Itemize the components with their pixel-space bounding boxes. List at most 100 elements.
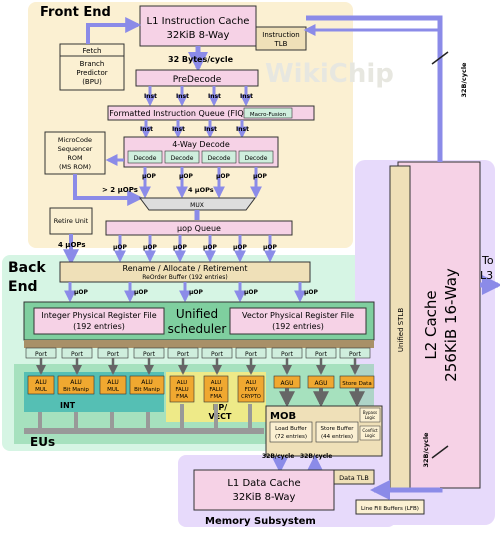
port-label-0: Port (35, 351, 48, 358)
fetch-bpu-box (59, 43, 125, 91)
uop-queue (105, 220, 293, 236)
l2-cache (397, 161, 481, 489)
lfb-label: Line Fill Buffers (LFB) (361, 506, 419, 512)
bypass-logic-l1: Bypass (363, 410, 377, 415)
agu-down-arrows (279, 388, 365, 408)
instruction-tlb (255, 26, 307, 51)
fiq-label: Formatted Instruction Queue (FIQ) (109, 109, 247, 118)
fp3-l3: CRYPTO (241, 394, 261, 400)
l2-label-2: 256KiB 16-Way (442, 268, 460, 382)
port-label-1: Port (71, 351, 84, 358)
ms-rom-label-2: Sequencer (58, 145, 93, 153)
fp1-l2: FALU (175, 387, 188, 393)
alu1-l1: ALU (35, 379, 47, 386)
watermark: WikiChip (265, 59, 394, 89)
l2-label-1: L2 Cache (422, 290, 440, 359)
uop-label-a: µOP (142, 173, 157, 180)
l1d-bw-1: 32B/cycle (262, 453, 294, 460)
predecode (135, 69, 259, 87)
retire-unit-label: Retire Unit (54, 217, 89, 225)
ports-row (25, 347, 371, 359)
alu2-l1: ALU (70, 379, 82, 386)
fp1-l1: ALU (177, 380, 188, 386)
inst-label-7: Inst (204, 126, 217, 133)
four-uops-label: 4 µOPs (188, 186, 214, 194)
l1-instruction-cache (139, 5, 257, 47)
inst-label-3: Inst (208, 93, 221, 100)
mux-label: MUX (190, 202, 204, 209)
port-label-7: Port (281, 351, 294, 358)
decoder-3 (201, 150, 237, 164)
l2-bw-bottom: 32B/cycle (422, 432, 430, 468)
alu2-l2: Bit Manip (63, 387, 89, 393)
fetch-label: Fetch (83, 47, 102, 55)
fp-unit-1 (169, 375, 195, 403)
port-label-4: Port (177, 351, 190, 358)
fp1-l3: FMA (176, 394, 188, 400)
ms-rom-label-3: ROM (67, 154, 82, 162)
decode-label-3: Decode (208, 155, 231, 162)
eus-label: EUs (30, 435, 55, 449)
uop-r1: µOP (74, 289, 89, 296)
uop-queue-label: µop Queue (177, 224, 221, 233)
itlb-label-1: Instruction (262, 31, 299, 39)
bypass-risers (38, 404, 252, 430)
inst-label-6: Inst (172, 126, 185, 133)
rename-to-scheduler-arrows (64, 282, 306, 303)
queue-to-rename-arrows (114, 235, 276, 263)
store-buffer (315, 421, 359, 443)
uop-r4: µOP (244, 289, 259, 296)
port-label-3: Port (143, 351, 156, 358)
to-l3-2: L3 (480, 269, 493, 282)
uop-label-d: µOP (253, 173, 268, 180)
bypass-logic-l2: Logic (365, 415, 375, 420)
port-label-2: Port (107, 351, 120, 358)
fp-vect-label-1: FP/ (213, 403, 227, 412)
fp-vect-label-2: VECT (209, 412, 233, 421)
uop-q6: µOP (263, 244, 278, 251)
inst-label-2: Inst (176, 93, 189, 100)
fp-unit-3 (237, 375, 265, 403)
bpu-label-3: (BPU) (82, 78, 102, 86)
integer-prf (33, 307, 165, 335)
alu-bitmanip-2 (129, 375, 165, 395)
load-buffer (269, 421, 313, 443)
decoder-1 (127, 150, 163, 164)
store-buffer-l1: Store Buffer (321, 426, 355, 432)
alu1-l2: MUL (35, 387, 48, 393)
alu-mul-2 (99, 375, 127, 395)
conflict-logic-l2: Logic (365, 433, 375, 438)
int-prf-label-2: (192 entries) (73, 322, 125, 331)
macro-fusion-label: Macro-Fusion (250, 112, 287, 118)
decoder-title: 4-Way Decode (172, 140, 230, 149)
mob-label: MOB (270, 411, 296, 422)
ms-rom-label-4: (MS ROM) (59, 163, 91, 171)
data-tlb (333, 469, 375, 485)
fp-unit-2 (203, 375, 229, 403)
port-down-arrows (36, 358, 360, 375)
itlb-label-2: TLB (274, 40, 288, 48)
l1-data-cache (193, 469, 335, 511)
mux (139, 197, 256, 211)
uop-q5: µOP (233, 244, 248, 251)
decoder-2 (164, 150, 200, 164)
fp3-l1: ALU (246, 380, 257, 386)
bypass-logic (359, 407, 381, 423)
load-buffer-l2: (72 entries) (275, 434, 307, 440)
store-data-label: Store Data (342, 381, 371, 387)
data-tlb-label: Data TLB (339, 474, 369, 482)
macro-fusion (243, 107, 293, 119)
port-bus (24, 340, 374, 348)
inst-label-5: Inst (140, 126, 153, 133)
agu-label-2: AGU (314, 380, 327, 387)
to-l3-1: To (481, 254, 494, 267)
alu4-l2: Bit Manip (134, 387, 160, 393)
gt-2-uops: > 2 µOPs (102, 186, 138, 194)
alu-bitmanip-1 (57, 375, 95, 395)
uop-label-c: µOP (216, 173, 231, 180)
port-label-5: Port (211, 351, 224, 358)
decoder-4 (238, 150, 274, 164)
ms-rom-label-1: MicroCode (58, 136, 92, 144)
fetch-bandwidth: 32 Bytes/cycle (168, 55, 234, 64)
